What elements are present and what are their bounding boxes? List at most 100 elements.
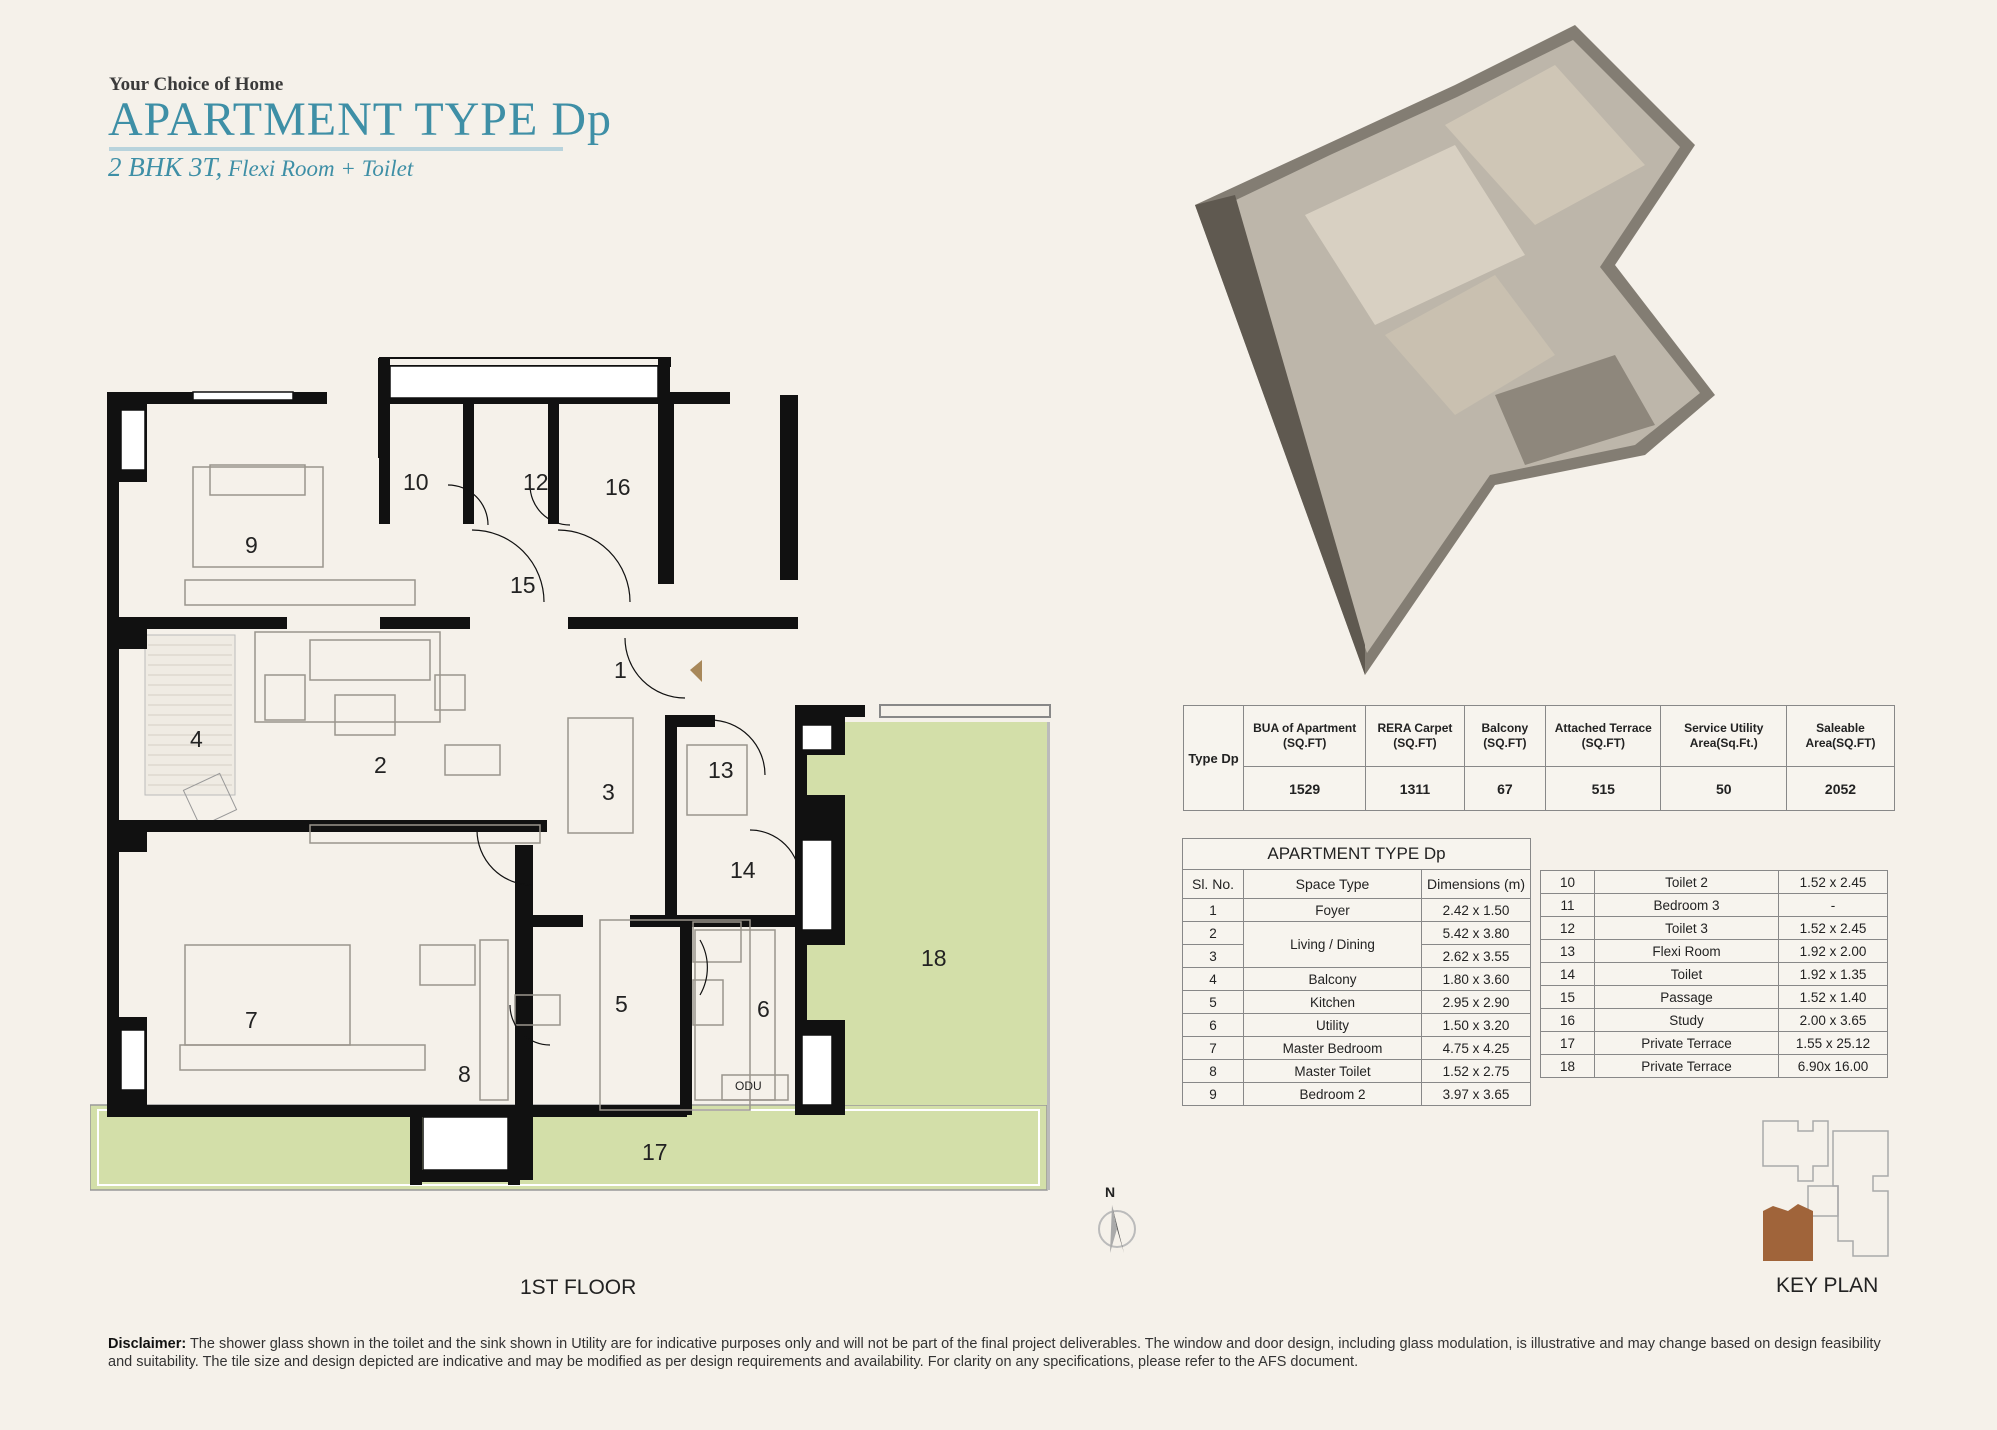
room-dim: 6.90x 16.00 xyxy=(1778,1054,1888,1078)
room-label-6: 6 xyxy=(757,996,770,1022)
rooms-header-no: Sl. No. xyxy=(1182,869,1244,899)
room-dim: 2.62 x 3.55 xyxy=(1421,944,1531,968)
room-no: 11 xyxy=(1540,893,1595,917)
compass-label: N xyxy=(1105,1184,1115,1200)
summary-col-bua: BUA of Apartment (SQ.FT) xyxy=(1242,705,1367,767)
room-dim: 2.42 x 1.50 xyxy=(1421,898,1531,922)
room-no: 4 xyxy=(1182,967,1244,991)
room-label-3: 3 xyxy=(602,779,615,805)
room-type: Master Bedroom xyxy=(1243,1036,1422,1060)
room-type: Passage xyxy=(1594,985,1779,1009)
room-no: 5 xyxy=(1182,990,1244,1014)
floor-caption: 1ST FLOOR xyxy=(520,1276,637,1299)
room-dim: 1.92 x 1.35 xyxy=(1778,962,1888,986)
room-dim: 1.92 x 2.00 xyxy=(1778,939,1888,963)
terrace-18 xyxy=(806,722,1047,1105)
room-dim: 2.00 x 3.65 xyxy=(1778,1008,1888,1032)
room-dim: 1.52 x 2.45 xyxy=(1778,870,1888,894)
rooms-header-type: Space Type xyxy=(1243,869,1422,899)
room-type: Toilet 2 xyxy=(1594,870,1779,894)
key-plan-diagram xyxy=(1762,1120,1889,1261)
page-subtitle: 2 BHK 3T, Flexi Room + Toilet xyxy=(108,152,413,183)
header-tagline: Your Choice of Home xyxy=(109,74,284,95)
room-label-10: 10 xyxy=(403,469,429,495)
room-no: 7 xyxy=(1182,1036,1244,1060)
disclaimer: Disclaimer: The shower glass shown in th… xyxy=(108,1335,1898,1371)
summary-col-service: Service Utility Area(Sq.Ft.) xyxy=(1660,705,1788,767)
room-dim: 5.42 x 3.80 xyxy=(1421,921,1531,945)
windows xyxy=(120,365,833,1171)
room-label-1: 1 xyxy=(614,657,627,683)
subtitle-main: 2 BHK 3T, xyxy=(108,152,223,182)
rooms-table-left: APARTMENT TYPE Dp Sl. No. Space Type Dim… xyxy=(1182,838,1531,1106)
room-no: 9 xyxy=(1182,1082,1244,1106)
doors xyxy=(447,484,801,1046)
room-dim: 1.80 x 3.60 xyxy=(1421,967,1531,991)
room-type: Master Toilet xyxy=(1243,1059,1422,1083)
disclaimer-label: Disclaimer: xyxy=(108,1336,187,1352)
key-plan-highlight xyxy=(1763,1204,1813,1261)
odu-label: ODU xyxy=(735,1079,762,1093)
north-compass-icon: N xyxy=(1098,1184,1136,1253)
floor-plan: 1 2 3 4 5 6 7 8 9 10 12 13 14 15 16 17 1… xyxy=(90,357,1051,1191)
balcony-4-deck xyxy=(144,634,238,828)
subtitle-rest: Flexi Room + Toilet xyxy=(222,156,414,181)
room-no: 14 xyxy=(1540,962,1595,986)
room-type: Flexi Room xyxy=(1594,939,1779,963)
room-no: 16 xyxy=(1540,1008,1595,1032)
room-label-5: 5 xyxy=(615,991,628,1017)
area-summary-table: Type Dp BUA of Apartment (SQ.FT) RERA Ca… xyxy=(1183,705,1895,811)
room-label-7: 7 xyxy=(245,1007,258,1033)
room-no: 1 xyxy=(1182,898,1244,922)
room-dim: 1.52 x 1.40 xyxy=(1778,985,1888,1009)
room-type: Utility xyxy=(1243,1013,1422,1037)
room-type: Balcony xyxy=(1243,967,1422,991)
room-dim: - xyxy=(1778,893,1888,917)
room-no: 12 xyxy=(1540,916,1595,940)
summary-value-saleable: 2052 xyxy=(1786,766,1895,811)
terrace-17 xyxy=(90,1104,1048,1191)
room-dim: 1.52 x 2.75 xyxy=(1421,1059,1531,1083)
room-no: 6 xyxy=(1182,1013,1244,1037)
room-no: 18 xyxy=(1540,1054,1595,1078)
room-type: Bedroom 2 xyxy=(1243,1082,1422,1106)
room-label-18: 18 xyxy=(921,945,947,971)
rooms-table-caption: APARTMENT TYPE Dp xyxy=(1182,838,1531,870)
room-no: 15 xyxy=(1540,985,1595,1009)
summary-value-balcony: 67 xyxy=(1463,766,1547,811)
summary-value-terrace: 515 xyxy=(1545,766,1662,811)
summary-value-rera: 1311 xyxy=(1365,766,1465,811)
summary-col-rera: RERA Carpet (SQ.FT) xyxy=(1365,705,1465,767)
room-label-15: 15 xyxy=(510,572,536,598)
room-type: Bedroom 3 xyxy=(1594,893,1779,917)
room-no: 8 xyxy=(1182,1059,1244,1083)
room-label-17: 17 xyxy=(642,1139,668,1165)
summary-col-saleable: Saleable Area(SQ.FT) xyxy=(1786,705,1895,767)
room-type: Living / Dining xyxy=(1243,921,1422,968)
title-underline xyxy=(109,147,563,151)
summary-value-service: 50 xyxy=(1660,766,1788,811)
apartment-3d-render xyxy=(1195,25,1715,675)
room-label-13: 13 xyxy=(708,757,734,783)
room-label-12: 12 xyxy=(523,469,549,495)
room-type: Toilet xyxy=(1594,962,1779,986)
room-labels: 1 2 3 4 5 6 7 8 9 10 12 13 14 15 16 17 1… xyxy=(190,469,947,1165)
page-title: APARTMENT TYPE Dp xyxy=(108,93,612,146)
